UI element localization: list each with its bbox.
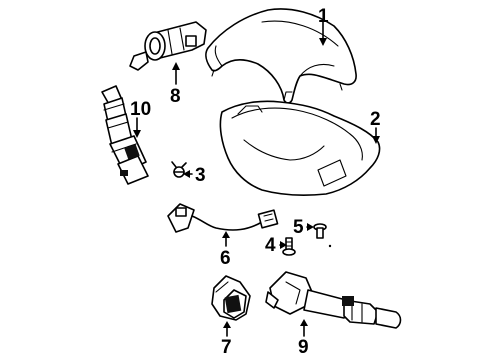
- arrow-9: [300, 319, 308, 326]
- callout-3: 3: [195, 165, 206, 186]
- callout-8: 8: [170, 86, 181, 107]
- arrow-5: [307, 223, 314, 231]
- lower-shroud: [219, 100, 381, 196]
- arrow-10: [133, 130, 141, 138]
- arrow-4: [280, 241, 287, 249]
- multifunction-switch: [265, 271, 402, 329]
- callout-4: 4: [265, 235, 276, 256]
- switch-cover: [211, 275, 251, 321]
- callout-5: 5: [293, 217, 304, 238]
- callout-1: 1: [318, 6, 329, 27]
- screw-4: [282, 237, 296, 256]
- callout-2: 2: [370, 109, 381, 130]
- screw-5: [313, 223, 332, 248]
- upper-shroud: [205, 8, 357, 104]
- callout-9: 9: [298, 337, 309, 358]
- arrow-1: [319, 38, 327, 46]
- callout-7: 7: [221, 337, 232, 358]
- arrow-7: [223, 321, 231, 328]
- wiring-harness: [167, 203, 279, 233]
- callout-6: 6: [220, 248, 231, 269]
- arrow-6: [222, 231, 230, 238]
- arrow-8: [172, 62, 180, 70]
- screw-3: [171, 161, 187, 178]
- lock-cylinder: [129, 21, 207, 71]
- arrow-2: [372, 136, 380, 144]
- ignition-switch: [101, 85, 149, 185]
- callout-10: 10: [130, 99, 151, 120]
- arrow-3: [183, 170, 190, 178]
